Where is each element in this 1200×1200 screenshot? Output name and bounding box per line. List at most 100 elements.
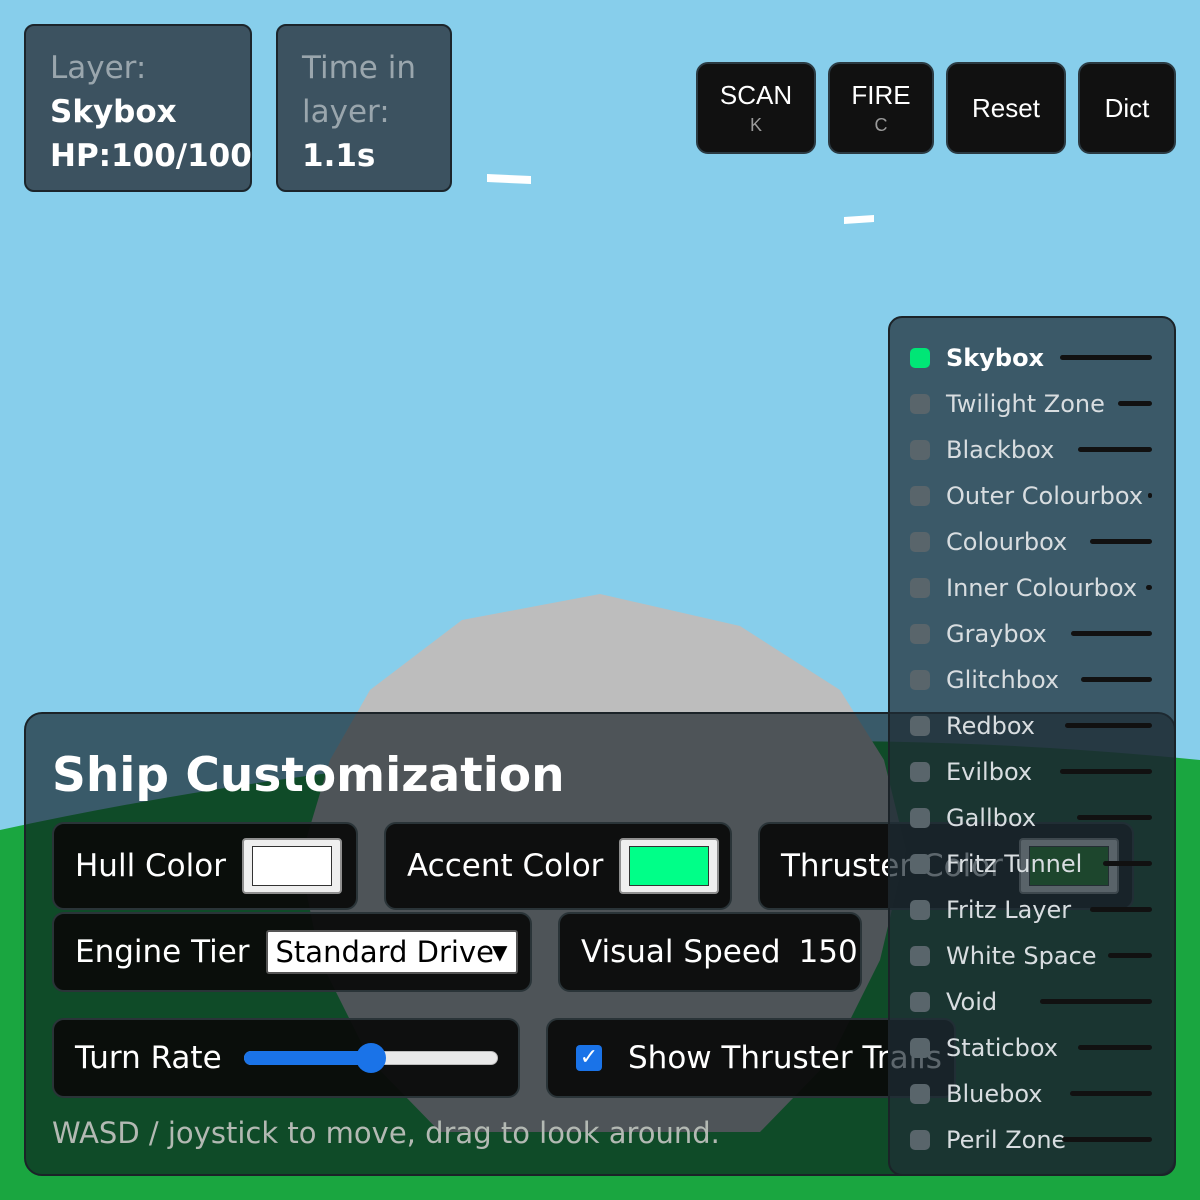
scan-key-hint: K [749,115,762,135]
slider-thumb[interactable] [355,1043,386,1073]
layer-status-dot [910,762,930,782]
layer-name: Inner Colourbox [946,574,1138,602]
controls-hint: WASD / joystick to move, drag to look ar… [52,1116,720,1150]
layer-name: Fritz Tunnel [946,850,1083,878]
layer-status-dot [910,532,930,552]
layer-name: Redbox [946,712,1035,740]
layer-name: Colourbox [946,528,1068,556]
turn-rate-slider[interactable] [243,1043,498,1073]
panel-title: Ship Customization [52,748,565,803]
fire-button[interactable]: FIRE C [828,62,934,154]
layer-status-dot [910,1130,930,1150]
layer-status-dot [910,854,930,874]
layer-progress-bar [1071,631,1152,636]
layer-progress-bar [1090,907,1152,912]
layer-name: Staticbox [946,1034,1059,1062]
layer-progress-bar [1065,723,1152,728]
layer-status-dot [910,348,930,368]
layer-label: Layer: [50,50,147,86]
layer-name: Skybox [946,344,1045,372]
hull-color-swatch [251,846,332,886]
layer-item[interactable]: Gallbox [890,795,1174,841]
show-trails-checkbox[interactable]: ✓ [576,1045,602,1071]
layer-status-panel: Layer: Skybox HP:100/100 [24,24,252,192]
layer-item[interactable]: Blackbox [890,427,1174,473]
layer-status-dot [910,624,930,644]
hull-color-label: Hull Color [75,848,226,884]
layer-status-dot [910,900,930,920]
layer-item[interactable]: White Space [890,933,1174,979]
layer-progress-bar [1060,769,1152,774]
engine-tier-select[interactable]: Standard Drive ▼ [265,930,518,974]
layer-item[interactable]: Outer Colourbox [890,473,1174,519]
layer-progress-bar [1078,1045,1152,1050]
layer-item[interactable]: Staticbox [890,1025,1174,1071]
layer-item[interactable]: Colourbox [890,519,1174,565]
time-label-line1: Time in [302,50,416,86]
layer-name: Evilbox [946,758,1033,786]
accent-color-label: Accent Color [407,848,604,884]
scan-button[interactable]: SCAN K [696,62,816,154]
layer-status-dot [910,946,930,966]
visual-speed-value: 150 [798,934,858,970]
reset-button[interactable]: Reset [946,62,1066,154]
layer-progress-bar [1108,953,1152,958]
layer-item[interactable]: Fritz Layer [890,887,1174,933]
layer-name: Gallbox [946,804,1037,832]
layer-name: Fritz Layer [946,896,1072,924]
layer-name: Bluebox [946,1080,1043,1108]
fire-label: FIRE [851,80,911,110]
layer-name: Graybox [946,620,1047,648]
layer-item[interactable]: Graybox [890,611,1174,657]
layer-item[interactable]: Skybox [890,335,1174,381]
time-label-line2: layer: [302,94,390,130]
layer-name: Peril Zone [946,1126,1067,1154]
layer-item[interactable]: Inner Colourbox [890,565,1174,611]
layer-status-dot [910,440,930,460]
hull-color-picker[interactable] [241,838,342,894]
layer-name: Blackbox [946,436,1055,464]
layer-status-dot [910,1084,930,1104]
accent-color-picker[interactable] [619,838,720,894]
layer-progress-bar [1103,861,1152,866]
layer-progress-bar [1040,999,1152,1004]
layer-item[interactable]: Void [890,979,1174,1025]
turn-rate-label: Turn Rate [75,1040,222,1076]
dict-button[interactable]: Dict [1078,62,1176,154]
layer-progress-bar [1078,447,1152,452]
layer-name: Outer Colourbox [946,482,1144,510]
layer-name: Twilight Zone [946,390,1105,418]
engine-tier-control: Engine Tier Standard Drive ▼ [52,912,532,992]
accent-color-swatch [629,846,710,886]
layer-item[interactable]: Redbox [890,703,1174,749]
turn-rate-control: Turn Rate [52,1018,520,1098]
layer-item[interactable]: Twilight Zone [890,381,1174,427]
layer-progress-bar [1070,1091,1152,1096]
visual-speed-control: Visual Speed 150 [558,912,862,992]
layer-status-dot [910,394,930,414]
layer-item[interactable]: Evilbox [890,749,1174,795]
layer-status-dot [910,992,930,1012]
visual-speed-label: Visual Speed [581,934,781,970]
layer-status-dot [910,716,930,736]
layer-item[interactable]: Glitchbox [890,657,1174,703]
layer-item[interactable]: Bluebox [890,1071,1174,1117]
hull-color-control: Hull Color [52,822,358,910]
chevron-down-icon: ▼ [492,940,508,964]
accent-color-control: Accent Color [384,822,732,910]
layer-progress-bar [1060,355,1152,360]
fire-key-hint: C [874,115,888,135]
layer-value: Skybox [50,94,177,130]
layer-name: Glitchbox [946,666,1060,694]
layer-item[interactable]: Peril Zone [890,1117,1174,1163]
layer-name: Void [946,988,998,1016]
layer-progress-bar [1081,677,1152,682]
layer-status-dot [910,808,930,828]
layer-name: White Space [946,942,1097,970]
debris-1 [487,174,531,184]
layer-item[interactable]: Fritz Tunnel [890,841,1174,887]
hp-readout: HP:100/100 [50,138,252,174]
layer-status-dot [910,1038,930,1058]
layer-progress-bar [1062,1137,1152,1142]
